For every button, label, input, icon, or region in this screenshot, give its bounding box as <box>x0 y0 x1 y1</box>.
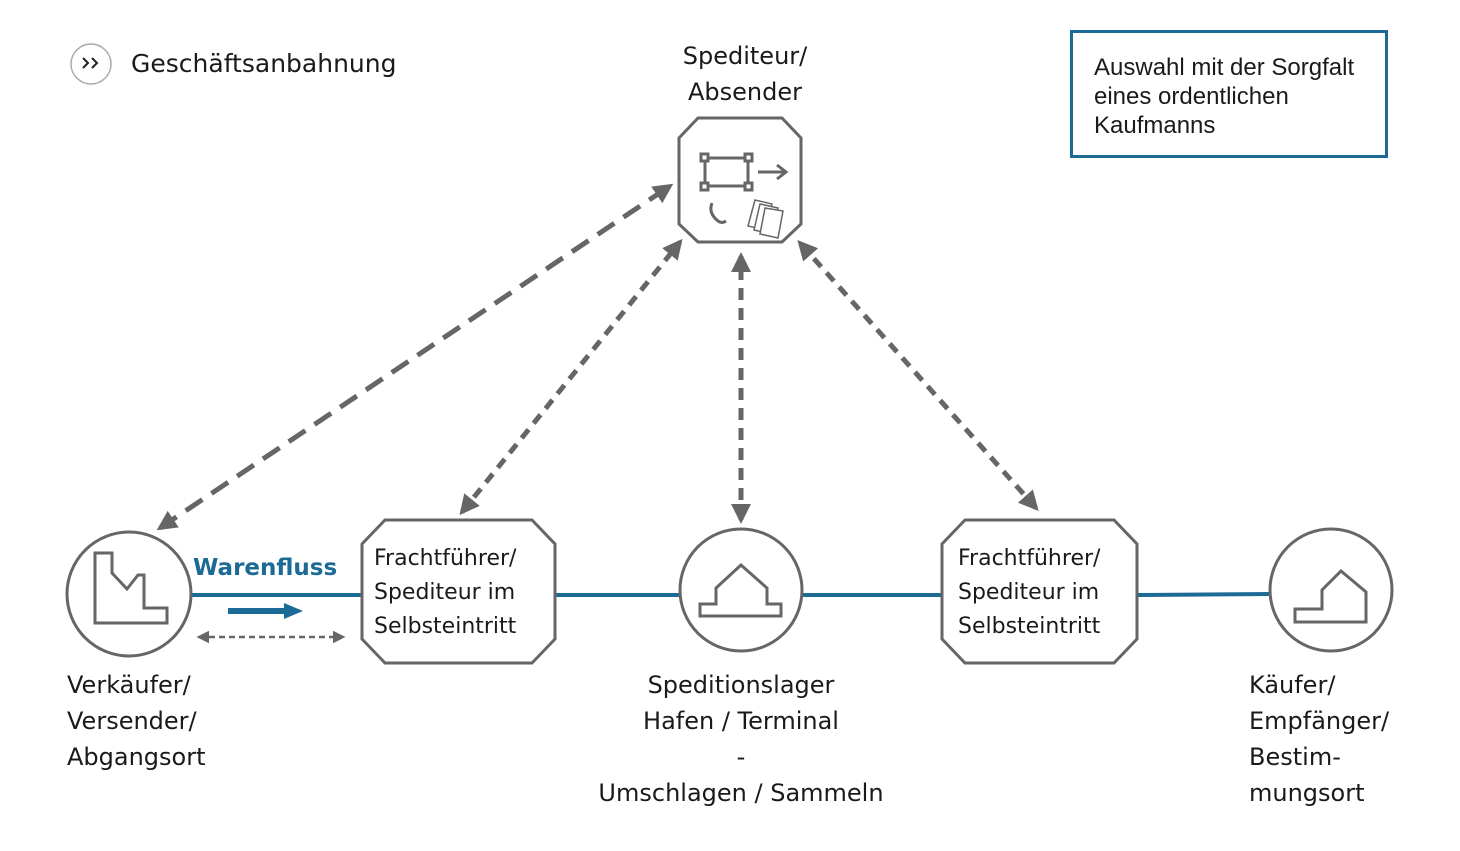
warehouse-node <box>678 527 804 653</box>
carrier-node-1 <box>360 518 557 665</box>
process-line <box>191 592 1271 597</box>
legend-label: Geschäftsanbahnung <box>131 49 397 78</box>
forwarder-label: Spediteur/ Absender <box>682 42 808 106</box>
factory-icon <box>93 551 169 625</box>
carrier-2-text: Frachtführer/ Spediteur im Selbsteintrit… <box>958 546 1101 639</box>
seller-label: Verkäufer/ Versender/ Abgangsort <box>67 671 206 771</box>
info-box: Auswahl mit der Sorgfalt eines ordentlic… <box>1070 30 1388 158</box>
house-icon <box>1293 568 1368 624</box>
info-box-text: Auswahl mit der Sorgfalt eines ordentlic… <box>1094 54 1355 139</box>
seller-node <box>65 530 193 658</box>
goods-flow-arrow <box>228 603 303 619</box>
carrier-node-2 <box>940 518 1139 665</box>
forwarder-node <box>677 116 803 244</box>
buyer-label: Käufer/ Empfänger/ Bestim- mungsort <box>1249 671 1390 807</box>
double-chevron-right-icon <box>70 43 112 85</box>
warehouse-label: Speditionslager Hafen / Terminal - Umsch… <box>598 671 884 807</box>
buyer-node <box>1268 527 1394 653</box>
arrow-carrier1-forwarder <box>459 238 683 516</box>
relation-arrows <box>156 183 1039 644</box>
arrow-carrier2-forwarder <box>797 240 1039 511</box>
warehouse-icon <box>698 562 783 618</box>
goods-flow-label: Warenfluss <box>193 555 338 581</box>
carrier-1-text: Frachtführer/ Spediteur im Selbsteintrit… <box>374 546 517 639</box>
arrow-seller-forwarder <box>156 183 674 531</box>
logistics-office-icon <box>699 152 789 239</box>
